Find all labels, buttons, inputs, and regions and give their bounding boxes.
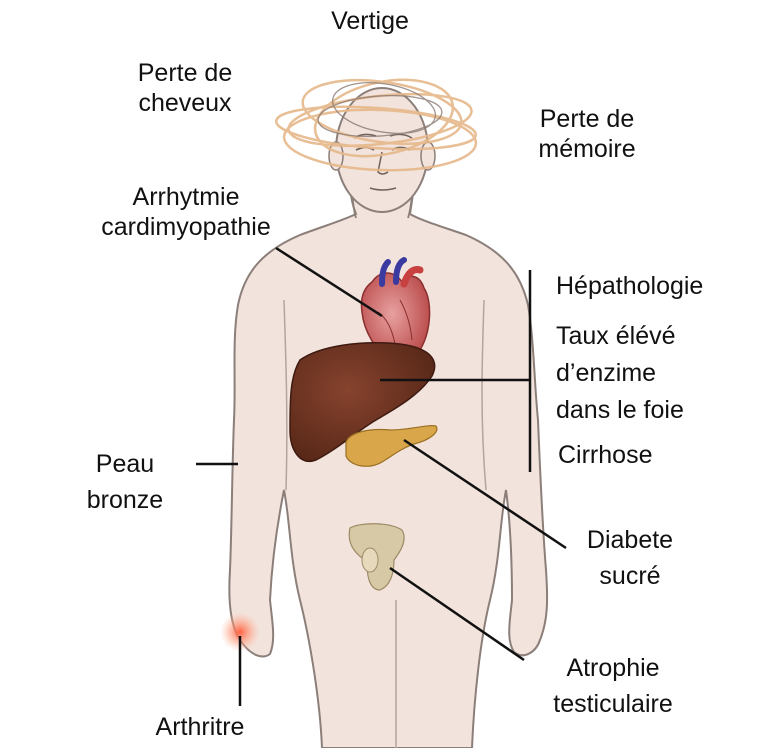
label-atrophie: Atrophie testiculaire (528, 650, 698, 722)
taux-enzime-line3: dans le foie (556, 392, 684, 429)
peau-line1: Peau (60, 446, 190, 482)
body-silhouette (229, 88, 547, 748)
diabete-line1: Diabete (560, 522, 700, 558)
hepathologie-text: Hépathologie (556, 271, 703, 301)
label-taux-enzime: Taux élévé d’enzime dans le foie (556, 318, 684, 429)
perte-memoire-line2: mémoire (512, 134, 662, 164)
label-peau-bronze: Peau bronze (60, 446, 190, 518)
label-arrhytmie: Arrhytmie cardimyopathie (96, 182, 276, 242)
arrhytmie-line1: Arrhytmie (96, 182, 276, 212)
perte-cheveux-line1: Perte de (110, 58, 260, 88)
atrophie-line2: testiculaire (528, 686, 698, 722)
taux-enzime-line1: Taux élévé (556, 318, 684, 355)
diabete-line2: sucré (560, 558, 700, 594)
label-cirrhose: Cirrhose (558, 440, 652, 470)
taux-enzime-line2: d’enzime (556, 355, 684, 392)
arrhytmie-line2: cardimyopathie (96, 212, 276, 242)
perte-cheveux-line2: cheveux (110, 88, 260, 118)
peau-line2: bronze (60, 482, 190, 518)
atrophie-line1: Atrophie (528, 650, 698, 686)
perte-memoire-line1: Perte de (512, 104, 662, 134)
label-perte-cheveux: Perte de cheveux (110, 58, 260, 118)
label-arthritre: Arthritre (130, 712, 270, 742)
label-diabete: Diabete sucré (560, 522, 700, 594)
label-vertige: Vertige (312, 6, 428, 36)
label-perte-memoire: Perte de mémoire (512, 104, 662, 164)
label-hepathologie: Hépathologie (556, 271, 703, 301)
cirrhose-text: Cirrhose (558, 440, 652, 470)
vertige-text: Vertige (312, 6, 428, 36)
arthritre-text: Arthritre (130, 712, 270, 742)
